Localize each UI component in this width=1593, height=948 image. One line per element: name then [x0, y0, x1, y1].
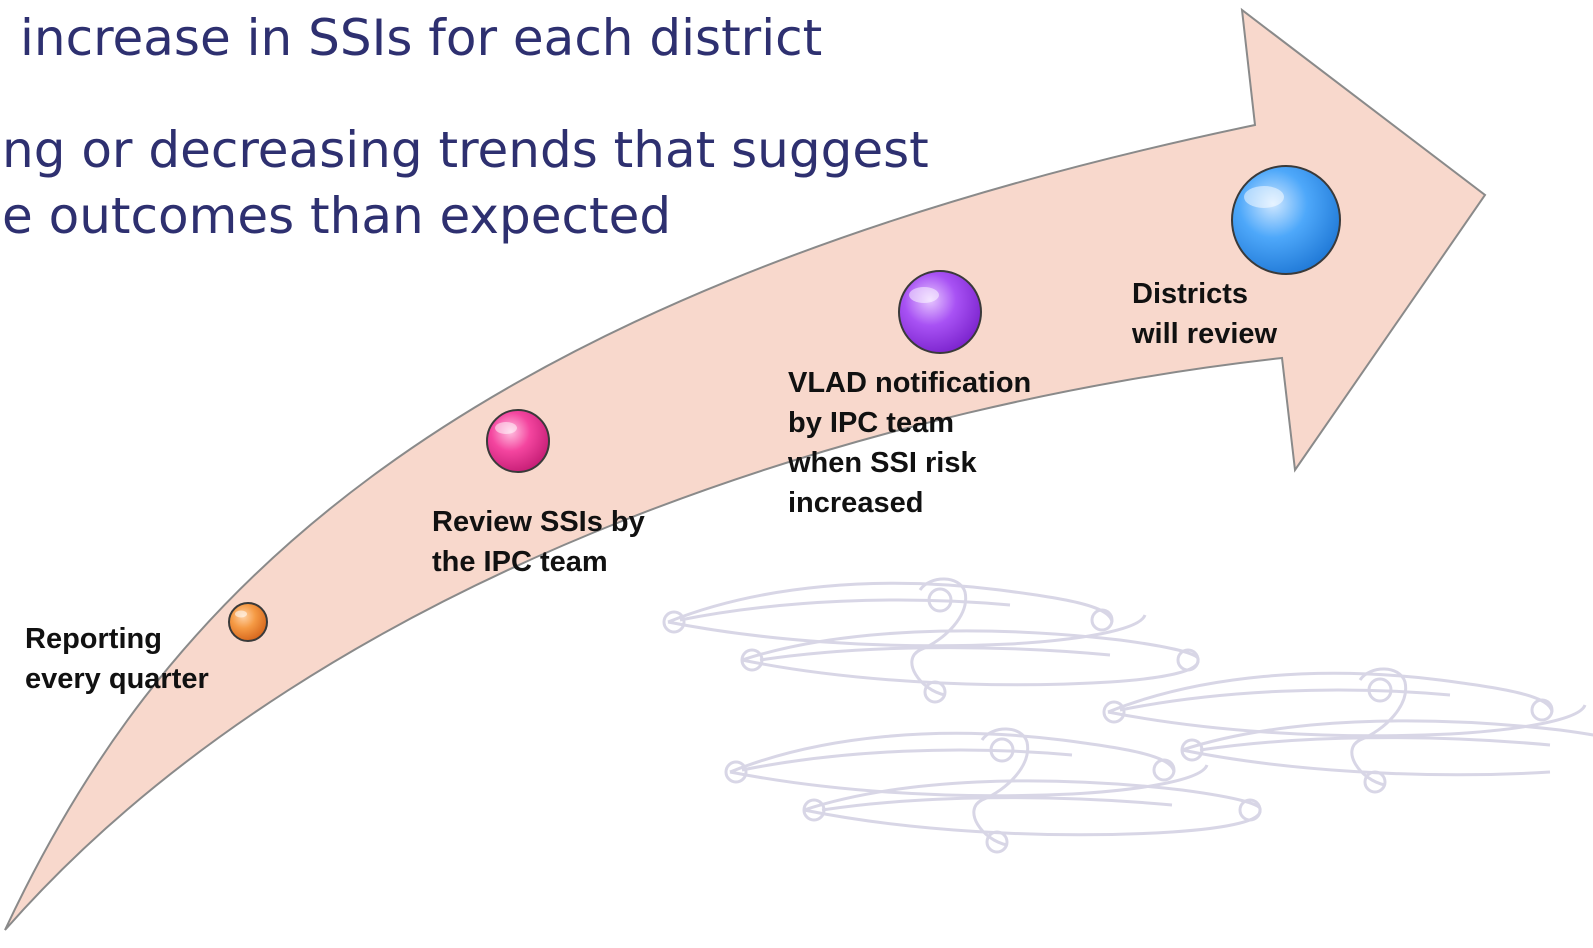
step-label-line: by IPC team	[788, 407, 954, 439]
step-marker-4	[1231, 165, 1341, 275]
step-label-line: will review	[1132, 318, 1278, 350]
heading-line-3: e outcomes than expected	[2, 187, 672, 245]
curved-arrow	[4, 7, 1487, 931]
step-label-line: every quarter	[25, 663, 209, 695]
step-marker-3	[898, 270, 982, 354]
step-marker-1	[228, 602, 268, 642]
step-label-line: Review SSIs by	[432, 506, 645, 538]
step-label-districts: Districts will review	[1132, 274, 1277, 354]
heading-line-1: increase in SSIs for each district	[20, 9, 823, 67]
step-label-line: increased	[788, 487, 924, 519]
step-label-line: VLAD notification	[788, 367, 1032, 399]
heading-line-2: ng or decreasing trends that suggest	[2, 121, 929, 179]
step-label-line: Reporting	[25, 623, 162, 655]
step-label-line: the IPC team	[432, 546, 608, 578]
step-label-reporting: Reporting every quarter	[25, 619, 209, 699]
koru-watermark	[662, 577, 1593, 854]
step-label-line: Districts	[1132, 278, 1249, 310]
step-label-line: when SSI risk	[788, 447, 977, 479]
step-label-vlad: VLAD notification by IPC team when SSI r…	[788, 363, 1031, 523]
step-label-review: Review SSIs by the IPC team	[432, 502, 645, 582]
step-marker-2	[486, 409, 550, 473]
